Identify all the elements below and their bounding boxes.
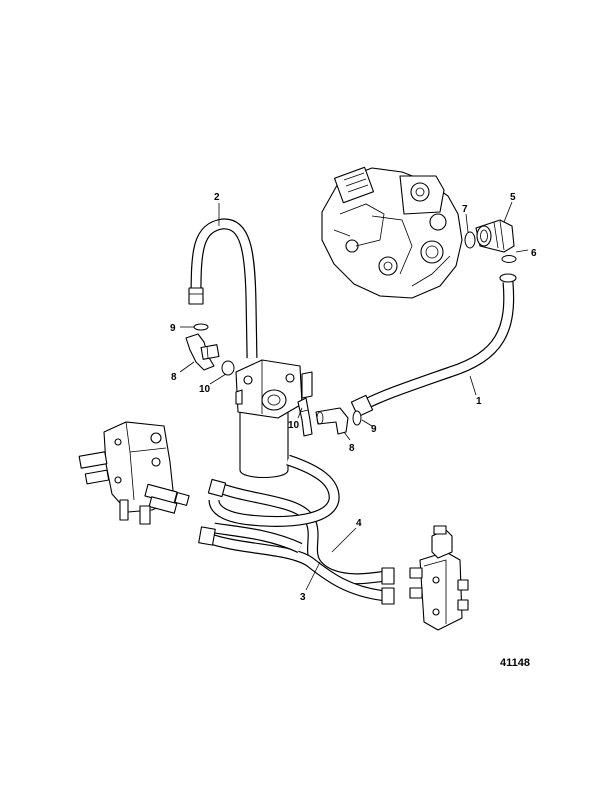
o-ring-7 <box>464 231 476 249</box>
hydraulic-pump <box>321 166 463 299</box>
hose-3 <box>198 522 395 605</box>
valve-block <box>409 525 469 631</box>
elbow-fitting-5 <box>475 219 515 253</box>
callout-9-right: 9 <box>371 424 377 435</box>
elbow-fitting-8-right <box>315 407 349 435</box>
callout-2: 2 <box>214 192 220 203</box>
filter-return-hose <box>208 454 340 527</box>
elbow-fitting-8-left <box>185 333 220 371</box>
adapter-10-right <box>297 397 313 437</box>
callout-7: 7 <box>462 204 468 215</box>
callout-10-right: 10 <box>288 420 300 431</box>
filter-assembly <box>235 359 313 478</box>
callout-1: 1 <box>476 396 482 407</box>
callout-3: 3 <box>300 592 306 603</box>
o-ring-9-left <box>193 323 209 331</box>
o-ring-6 <box>501 255 517 263</box>
callout-9-left: 9 <box>170 323 176 334</box>
callout-8-right: 8 <box>349 443 355 454</box>
callout-labels: 2 1 7 5 6 9 8 10 10 8 9 4 3 <box>170 192 537 603</box>
hose-1 <box>350 273 517 418</box>
callout-4: 4 <box>356 518 362 529</box>
control-valve <box>78 421 190 525</box>
o-ring-9-right <box>352 410 362 426</box>
callout-10-left: 10 <box>199 384 211 395</box>
o-ring-10-left <box>221 360 235 376</box>
hose-2 <box>188 218 258 359</box>
leader-lines <box>179 201 529 591</box>
figure-number: 41148 <box>500 657 530 669</box>
callout-5: 5 <box>510 192 516 203</box>
hose-4 <box>207 478 395 585</box>
callout-6: 6 <box>531 248 537 259</box>
callout-8-left: 8 <box>171 372 177 383</box>
